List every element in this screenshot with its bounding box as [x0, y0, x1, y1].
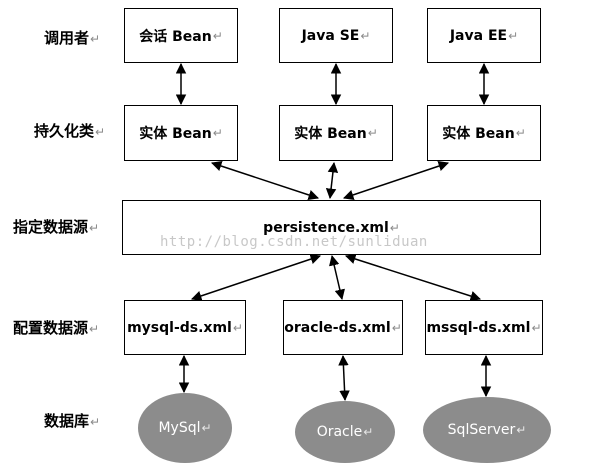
entity-box-2: 实体 Bean↵ [279, 105, 393, 161]
caller-box-java-se: Java SE↵ [279, 8, 393, 63]
arrow-oracle-db [338, 354, 350, 402]
watermark-url: http://blog.csdn.net/sunliduan [160, 234, 428, 250]
database-mysql: MySql↵ [138, 393, 232, 463]
arrow-entity1-persistence [211, 160, 319, 201]
persistence-xml-box: persistence.xml↵ [122, 200, 541, 255]
row-label-configure-datasource: 配置数据源↵ [13, 319, 100, 337]
datasource-box-mssql: mssql-ds.xml↵ [425, 300, 543, 355]
caller-box-session-bean: 会话 Bean↵ [124, 8, 238, 63]
row-label-persistence-class: 持久化类↵ [34, 122, 106, 140]
arrow-entity2-persistence [325, 161, 339, 200]
entity-box-1: 实体 Bean↵ [124, 105, 238, 161]
arrow-entity3-persistence [343, 161, 449, 200]
row-label-caller: 调用者↵ [44, 29, 101, 47]
database-oracle: Oracle↵ [295, 401, 395, 463]
database-sqlserver: SqlServer↵ [423, 397, 551, 463]
arrow-persistence-mysql [191, 254, 321, 301]
datasource-box-mysql: mysql-ds.xml↵ [124, 300, 246, 355]
datasource-box-oracle: oracle-ds.xml↵ [283, 300, 403, 355]
row-label-specify-datasource: 指定数据源↵ [13, 218, 100, 236]
caller-box-java-ee: Java EE↵ [427, 8, 541, 63]
entity-box-3: 实体 Bean↵ [427, 105, 541, 161]
row-label-database: 数据库↵ [44, 412, 101, 430]
arrow-persistence-oracle [329, 254, 345, 301]
arrow-persistence-mssql [345, 253, 481, 302]
